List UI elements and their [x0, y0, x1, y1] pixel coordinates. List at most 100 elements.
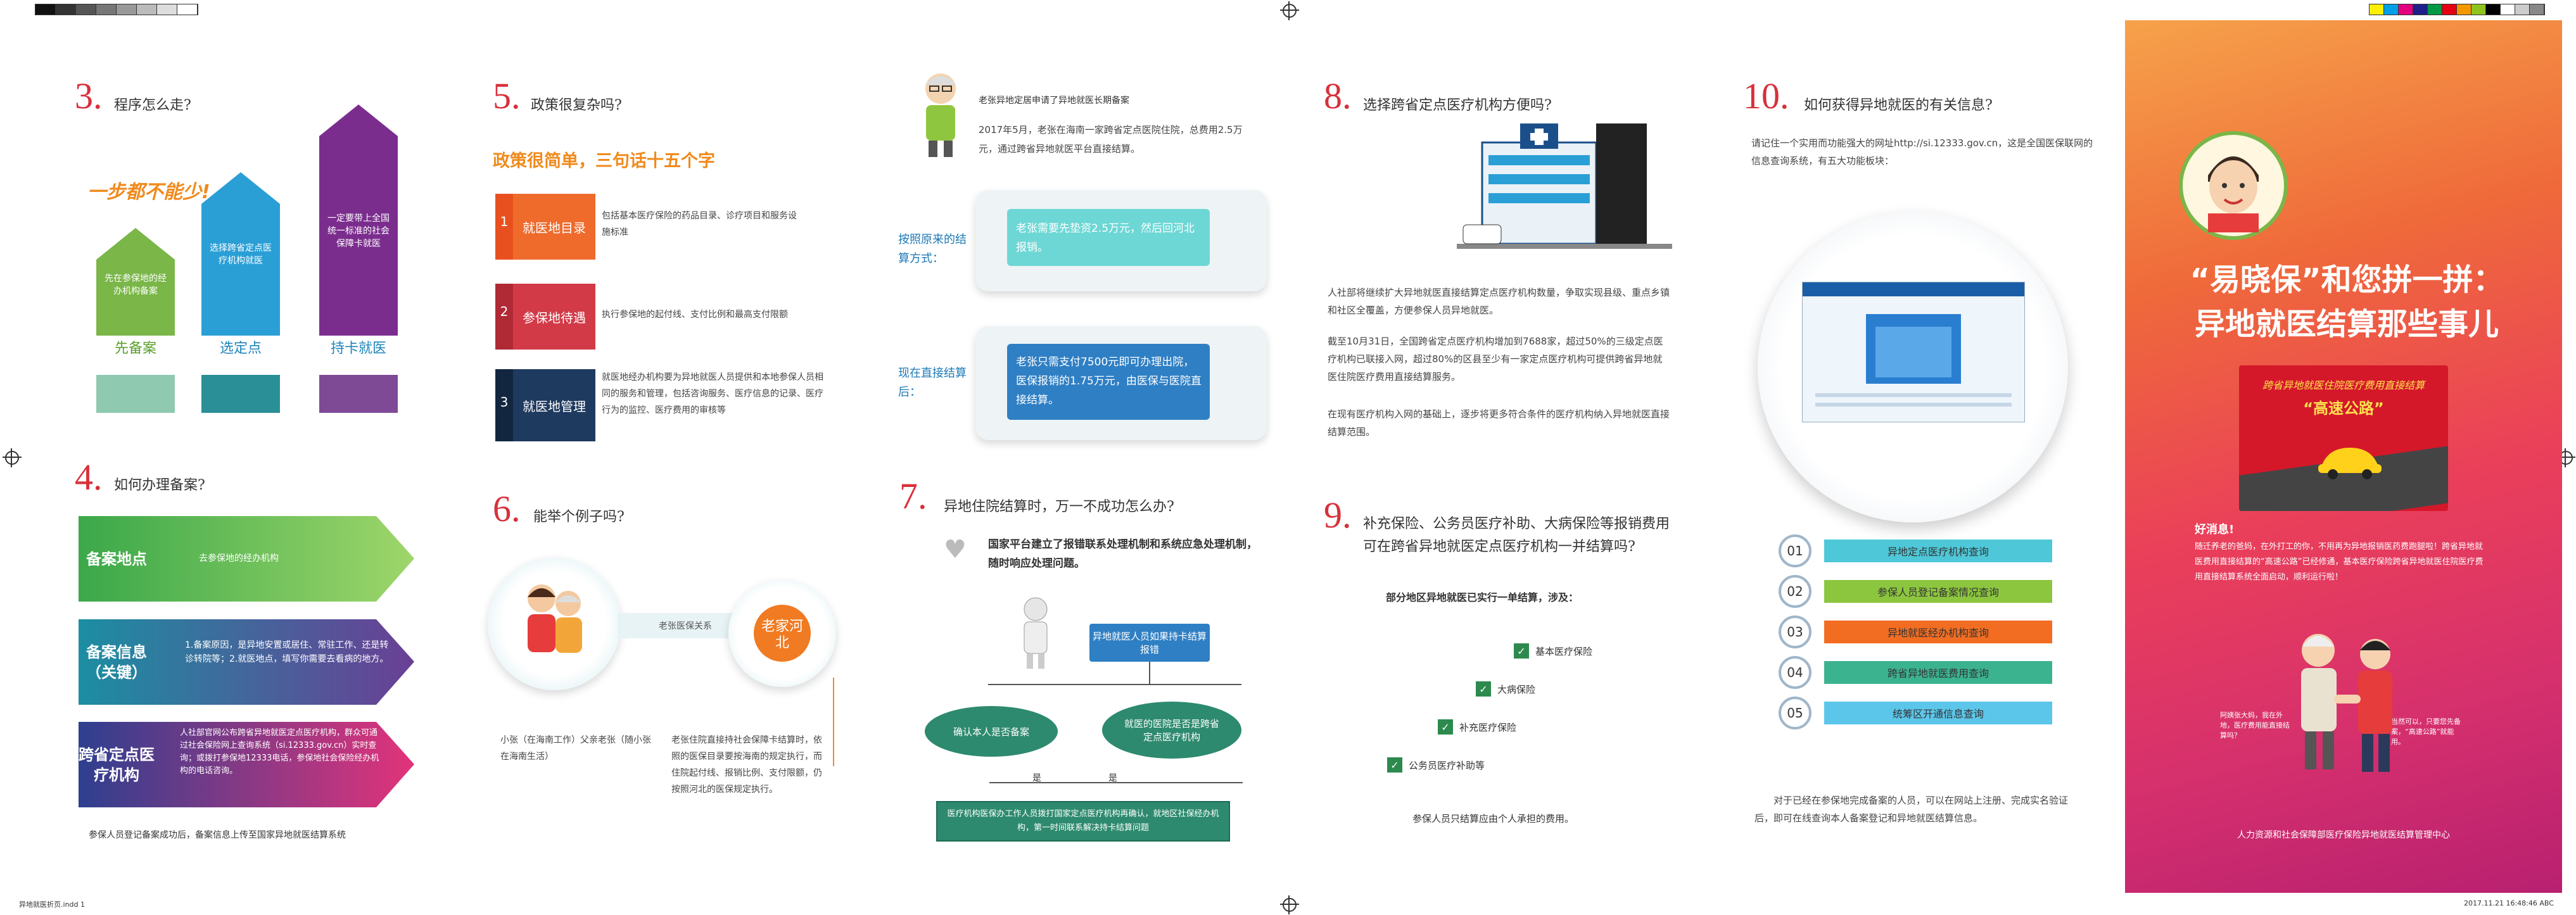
q5-title: 政策很复杂吗? — [531, 98, 622, 113]
hospital-illustration — [1444, 123, 1685, 263]
q4-text-1: 去参保地的经办机构 — [199, 553, 279, 564]
color-swatch — [2442, 4, 2457, 15]
q5-text-2: 执行参保地的起付线、支付比例和最高支付限额 — [602, 310, 788, 320]
registration-mark-bottom — [1280, 895, 1299, 914]
color-swatch — [177, 4, 198, 15]
color-swatch — [2515, 4, 2530, 15]
check-icon: ✓ — [1476, 681, 1491, 697]
q9-lead: 部分地区异地就医已实行一单结算，涉及： — [1386, 591, 1579, 603]
q4-text-2: 1.备案原因，是异地安置或居住、常驻工作、还是转诊转院等；2.就医地点，填写你需… — [185, 640, 389, 664]
q8-p3: 在现有医疗机构入网的基础上，逐步将更多符合条件的医疗机构纳入异地就医直接结算范围… — [1328, 408, 1670, 438]
bubble-right: 当然可以，只要您先备案，“高速公路”就能用。 — [2391, 717, 2467, 747]
q7-flow-left: 确认本人是否备案 — [925, 706, 1058, 757]
q4-row-3: 跨省定点医疗机构 人社部官网公布跨省异地就医定点医疗机构，群众可通过社会保险网上… — [79, 722, 414, 807]
color-swatch — [2384, 4, 2399, 15]
q10-title: 如何获得异地就医的有关信息? — [1804, 98, 1993, 113]
color-swatch — [76, 4, 96, 15]
q7-flow-top-text: 异地就医人员如果持卡结算报错 — [1092, 631, 1207, 655]
q7-flow-right: 就医的医院是否是跨省定点医疗机构 — [1102, 702, 1241, 759]
q7-yes-left: 是 — [1032, 773, 1041, 783]
q10-item-number: 01 — [1779, 534, 1811, 567]
q7-title: 异地住院结算时，万一不成功怎么办? — [944, 499, 1174, 515]
check-icon: ✓ — [1514, 643, 1529, 659]
step-text-1: 先在参保地的经办机构备案 — [105, 274, 167, 296]
color-swatch — [2486, 4, 2501, 15]
q5-text-3: 就医地经办机构要为异地就医人员提供和本地参保人员相同的服务和管理，包括咨询服务、… — [602, 372, 823, 415]
check-icon: ✓ — [1438, 719, 1453, 735]
banner-line-1: 跨省异地就医住院医疗费用直接结算 — [2262, 379, 2425, 391]
q9-item-text-4: 公务员医疗补助等 — [1409, 759, 1485, 771]
q7-flow-bottom: 医疗机构医保办工作人员拨打国家定点医疗机构再确认，就地区社保经办机构，第一时间联… — [936, 801, 1230, 842]
cover-issuer: 人力资源和社会保障部医疗保险异地就医结算管理中心 — [2237, 830, 2450, 840]
q5-idx-3: 3 — [500, 394, 509, 410]
q8-p2: 截至10月31日，全国跨省定点医疗机构增加到7688家，超过50%的三级定点医疗… — [1328, 336, 1663, 382]
color-swatch — [96, 4, 117, 15]
old-man-icon — [918, 70, 963, 158]
color-swatch — [157, 4, 177, 15]
q4-label-1: 备案地点 — [86, 550, 147, 568]
step-bar-2: 选择跨省定点医疗机构就医 — [201, 172, 280, 336]
bubble-left: 阿姨张大妈，我在外地，医疗费用能直接结算吗？ — [2220, 710, 2296, 741]
q10-item-number: 03 — [1779, 615, 1811, 648]
q4-note: 参保人员登记备案成功后，备案信息上传至国家异地就医结算系统 — [89, 830, 346, 840]
website-screenshot-circle — [1758, 212, 2068, 522]
q10-item: 跨省异地就医费用查询 — [1824, 661, 2052, 684]
q9-title: 补充保险、公务员医疗补助、大病保险等报销费用可在跨省异地就医定点医疗机构一并结算… — [1363, 516, 1670, 555]
news-text: 随迁养老的爸妈，在外打工的你，不用再为异地报销医药费跑腿啦！跨省异地就医费用直接… — [2195, 542, 2484, 582]
old-way-label: 按照原来的结算方式： — [898, 233, 967, 265]
q5-row-2: 2 参保地待遇 执行参保地的起付线、支付比例和最高支付限额 — [495, 279, 850, 355]
footer-right: 2017.11.21 16:48:46 ABC — [2464, 899, 2554, 907]
footer-left: 异地就医折页.indd 1 — [19, 900, 85, 909]
color-swatch — [2457, 4, 2471, 15]
q9-item-1: ✓ 基本医疗保险 — [1514, 643, 1592, 659]
q6-center-label: 老张医保关系 — [659, 621, 712, 631]
q9-note: 参保人员只结算应由个人承担的费用。 — [1412, 813, 1575, 824]
color-swatch — [2428, 4, 2442, 15]
q7-flow-right-text: 就医的医院是否是跨省定点医疗机构 — [1124, 718, 1219, 743]
q7-flow-left-text: 确认本人是否备案 — [953, 726, 1029, 738]
q10-item-number: 04 — [1779, 656, 1811, 689]
color-swatch — [35, 4, 56, 15]
color-swatch — [56, 4, 76, 15]
q10-item: 统筹区开通信息查询 — [1824, 702, 2052, 724]
q6-link-bar — [618, 613, 744, 638]
q4-label-3: 跨省定点医疗机构 — [79, 745, 155, 784]
color-strip-left — [35, 4, 198, 15]
step-label-1: 先备案 — [114, 341, 156, 357]
new-way-label: 现在直接结算后： — [898, 367, 967, 399]
q5-tag-3: 就医地管理 — [513, 369, 595, 441]
story-title: 老张异地定居申请了异地就医长期备案 — [979, 96, 1129, 106]
q5-idx-2: 2 — [500, 304, 509, 319]
website-screenshot — [1802, 282, 2025, 422]
story-text: 2017年5月，老张在海南一家跨省定点医院住院，总费用2.5万元，通过跨省异地就… — [979, 124, 1243, 155]
registration-mark-left — [3, 448, 22, 467]
q5-tag-1: 就医地目录 — [513, 194, 595, 260]
bubble-right-text: 当然可以，只要您先备案，“高速公路”就能用。 — [2391, 717, 2461, 746]
q6-people: 小张（在海南工作）父亲老张（随小张在海南生活） — [500, 735, 651, 762]
step-base-3 — [319, 375, 398, 413]
q8-number: 8. — [1324, 75, 1352, 117]
news-title: 好消息! — [2195, 523, 2235, 536]
step-label-3: 持卡就医 — [330, 341, 386, 357]
q7-robot-icon — [1010, 595, 1061, 671]
q6-title: 能举个例子吗? — [533, 509, 625, 525]
q10-item-number: 05 — [1779, 697, 1811, 729]
q7-intro: 国家平台建立了报错联系处理机制和系统应急处理机制，随时响应处理问题。 — [988, 538, 1257, 570]
highway-banner: 跨省异地就医住院医疗费用直接结算 “高速公路” — [2239, 365, 2448, 511]
q4-number: 4. — [75, 457, 103, 498]
color-swatch — [2399, 4, 2413, 15]
q8-p1: 人社部将继续扩大异地就医直接结算定点医疗机构数量，争取实现县级、重点乡镇和社区全… — [1328, 287, 1670, 316]
q3-title: 程序怎么走? — [114, 98, 191, 113]
q9-item-3: ✓ 补充医疗保险 — [1438, 719, 1516, 735]
q4-title: 如何办理备案? — [114, 477, 205, 493]
old-way-text: 老张需要先垫资2.5万元，然后回河北报销。 — [1016, 222, 1195, 254]
check-icon: ✓ — [1387, 757, 1402, 773]
color-swatch — [2530, 4, 2544, 15]
q10-footnote: 对于已经在参保地完成备案的人员，可以在网站上注册、完成实名验证后，即可在线查询本… — [1754, 795, 2069, 824]
color-strip-right — [2369, 4, 2545, 15]
color-swatch — [137, 4, 157, 15]
step-bar-3: 一定要带上全国统一标准的社会保障卡就医 — [319, 104, 398, 336]
q9-item-text-3: 补充医疗保险 — [1459, 721, 1517, 733]
q5-row-1: 1 就医地目录 包括基本医疗保险的药品目录、诊疗项目和服务设施标准 — [495, 189, 850, 265]
step-label-2: 选定点 — [219, 341, 262, 357]
